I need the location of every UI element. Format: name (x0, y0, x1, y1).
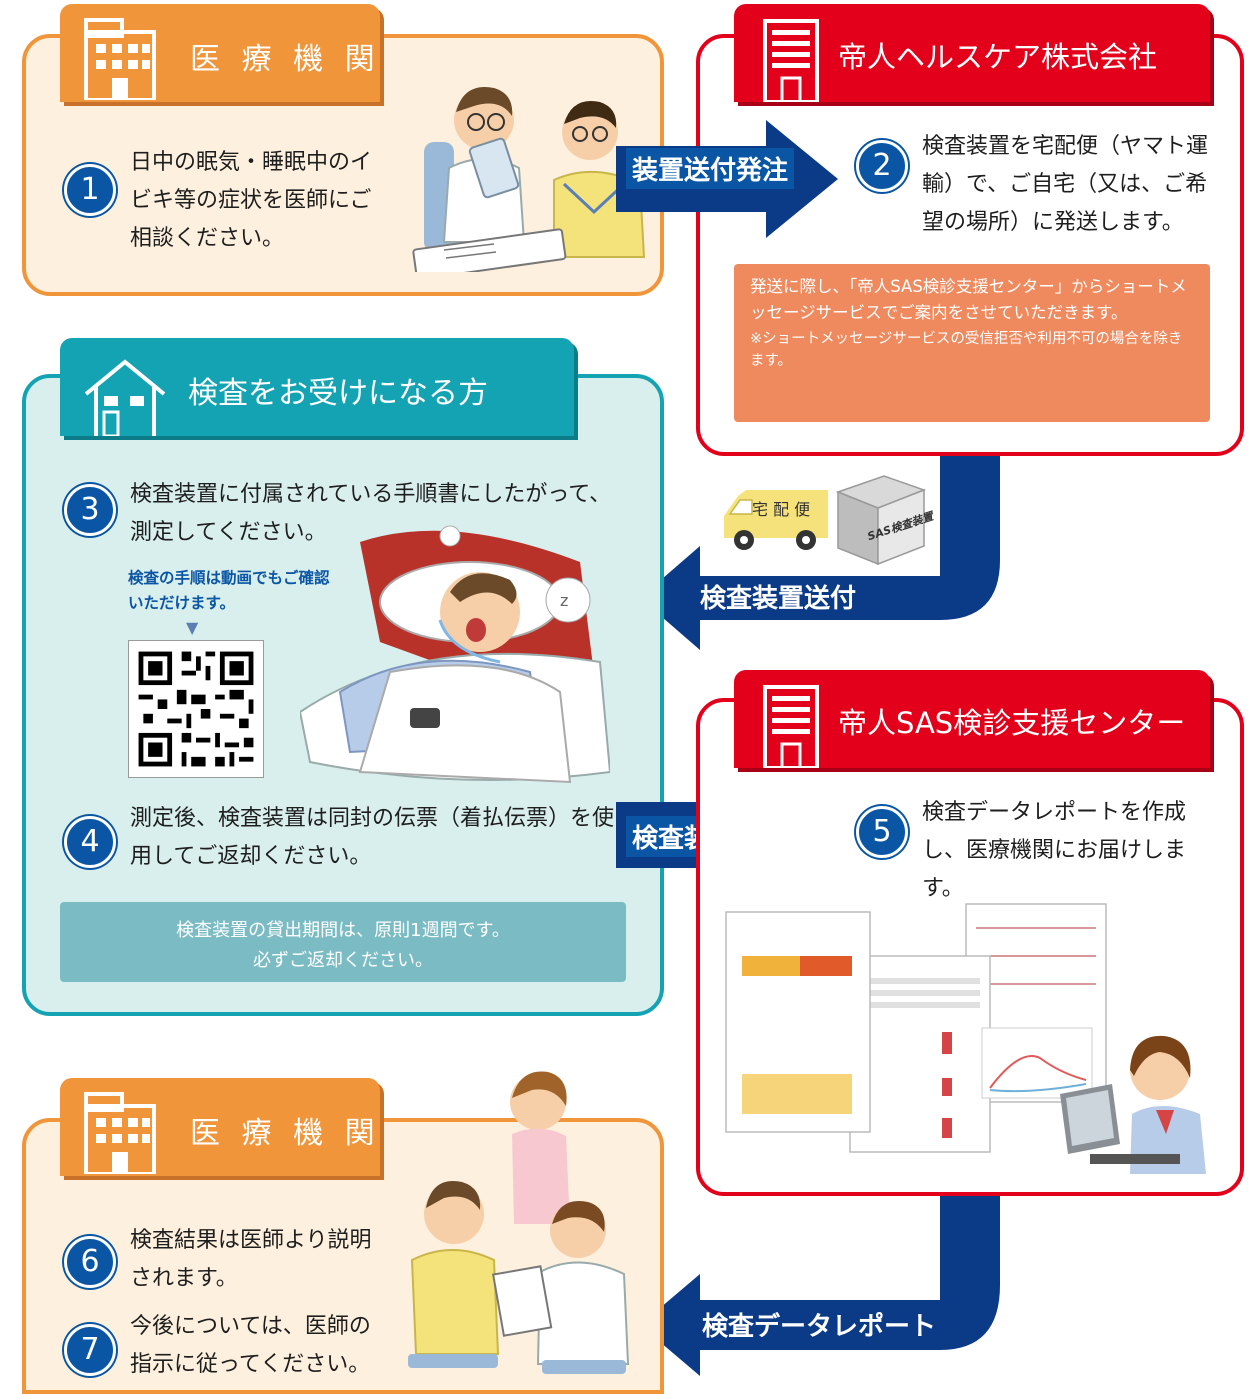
step5-text: 検査データレポートを作成し、医療機関にお届けします。 (922, 800, 1187, 901)
sleeping-patient-illustration: z (300, 525, 610, 784)
report-documents-illustration (725, 903, 1107, 1153)
package-box-icon (835, 475, 927, 566)
patient-tab: 検査をお受けになる方 (60, 338, 574, 436)
office-building-icon (763, 685, 819, 768)
doctor-explaining-results-illustration (408, 1071, 630, 1374)
step6-text: 検査結果は医師より説明されます。 (130, 1228, 372, 1291)
step7-badge: 7 (64, 1324, 116, 1376)
step3-badge: 3 (64, 484, 116, 536)
truck-label: 宅 配 便 (752, 500, 811, 519)
doctor-consultation-illustration (412, 87, 646, 272)
building-icon (84, 18, 156, 100)
svg-text:z: z (560, 591, 568, 610)
patient-title: 検査をお受けになる方 (188, 376, 488, 411)
video-arrow-icon: ▼ (186, 618, 199, 637)
step2-text: 検査装置を宅配便（ヤマト運輸）で、ご自宅（又は、ご希望の場所）に発送します。 (922, 134, 1209, 235)
clinic-bottom-title: 医 療 機 関 (190, 1116, 381, 1151)
video-note: 検査の手順は動画でもご確認いただけます。 (128, 569, 330, 612)
sas-center-title: 帝人SAS検診支援センター (838, 706, 1186, 740)
teijin-healthcare-title: 帝人ヘルスケア株式会社 (838, 40, 1158, 74)
step6-badge: 6 (64, 1236, 116, 1288)
send-arrow-label: 検査装置送付 (700, 584, 857, 614)
step2-badge: 2 (856, 140, 908, 192)
clinic-top-title: 医 療 機 関 (190, 42, 381, 77)
qr-code-icon (138, 651, 254, 767)
step1-text: 日中の眠気・睡眠中のイビキ等の症状を医師にご相談ください。 (130, 150, 373, 251)
report-arrow-shape (640, 1190, 1000, 1376)
report-arrow-label: 検査データレポート (702, 1312, 937, 1342)
sms-notice-box: 発送に際し、「帝人SAS検診支援センター」からショートメッセージサービスでご案内… (734, 264, 1210, 422)
step1-badge: 1 (64, 164, 116, 216)
sas-center-tab: 帝人SAS検診支援センター (734, 670, 1210, 768)
house-icon (84, 359, 166, 436)
qr-code[interactable] (128, 640, 264, 778)
send-arrow-shape (640, 440, 1000, 650)
sms-notice-note: ※ショートメッセージサービスの受信拒否や利用不可の場合を除きます。 (750, 331, 1183, 369)
operator-at-computer-illustration (1060, 1035, 1206, 1174)
teijin-healthcare-tab: 帝人ヘルスケア株式会社 (734, 4, 1210, 102)
step4-badge: 4 (64, 816, 116, 868)
loan-period-notice: 検査装置の貸出期間は、原則1週間です。 必ずご返却ください。 (60, 902, 626, 982)
step7-text: 今後については、医師の指示に従ってください。 (130, 1314, 371, 1377)
clinic-top-tab: 医 療 機 関 (60, 4, 380, 102)
sms-notice-main: 発送に際し、「帝人SAS検診支援センター」からショートメッセージサービスでご案内… (750, 277, 1187, 322)
step4-text: 測定後、検査装置は同封の伝票（着払伝票）を使用してご返却ください。 (130, 806, 615, 869)
step3-text: 検査装置に付属されている手順書にしたがって、測定してください。 (130, 482, 612, 545)
delivery-truck-icon (724, 490, 828, 550)
loan-notice-line1: 検査装置の貸出期間は、原則1週間です。 (176, 920, 510, 941)
order-arrow-label: 装置送付発注 (626, 148, 795, 189)
step5-badge: 5 (856, 806, 908, 858)
loan-notice-line2: 必ずご返却ください。 (253, 950, 433, 971)
building-icon (84, 1092, 156, 1174)
clinic-bottom-tab: 医 療 機 関 (60, 1078, 380, 1176)
office-building-icon (763, 19, 819, 102)
